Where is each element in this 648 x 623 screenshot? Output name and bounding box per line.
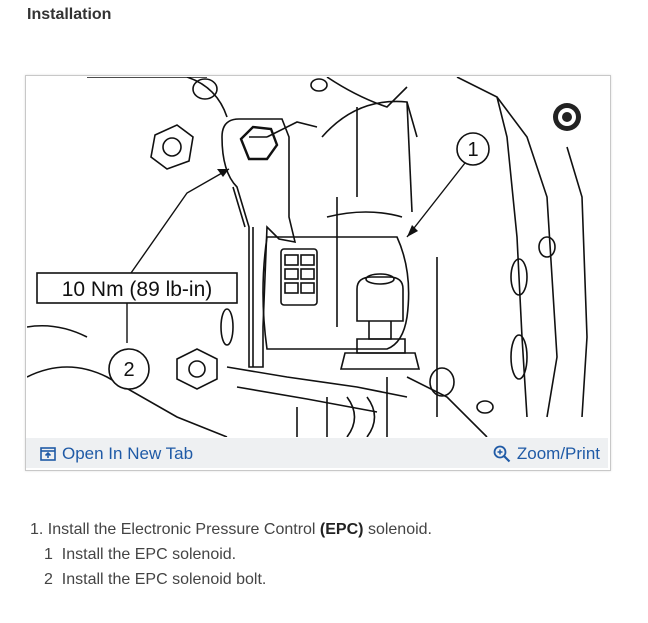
open-new-tab-icon bbox=[40, 447, 56, 461]
section-heading: Installation bbox=[27, 6, 112, 23]
torque-callout-box bbox=[36, 272, 238, 304]
open-in-new-tab-label: Open In New Tab bbox=[62, 444, 194, 463]
callout-1-label: 1 bbox=[467, 139, 478, 161]
substep-1-text: Install the EPC solenoid. bbox=[61, 546, 237, 563]
zoom-in-icon bbox=[493, 445, 511, 463]
substep-2: 2 Install the EPC solenoid bolt. bbox=[44, 571, 432, 589]
zoom-print-link[interactable]: Zoom/Print bbox=[493, 444, 600, 464]
instruction-steps: 1. Install the Electronic Pressure Contr… bbox=[30, 521, 432, 596]
substep-2-number: 2 bbox=[44, 571, 53, 588]
figure-toolbar: Open In New Tab Zoom/Print bbox=[26, 438, 608, 468]
torque-callout-label: 10 Nm (89 lb-in) bbox=[62, 278, 213, 301]
substep-1-number: 1 bbox=[44, 546, 53, 563]
step-1-text-end: solenoid. bbox=[367, 521, 432, 538]
step-1-text: Install the Electronic Pressure Control bbox=[47, 521, 316, 538]
step-1-number: 1. bbox=[30, 521, 44, 538]
callout-2-circle bbox=[108, 348, 150, 390]
substep-1: 1 Install the EPC solenoid. bbox=[44, 546, 432, 564]
step-1: 1. Install the Electronic Pressure Contr… bbox=[30, 521, 432, 539]
callout-2-label: 2 bbox=[123, 359, 134, 381]
figure-container: 1 2 10 Nm (89 lb-in) Open In New Tab Zoo… bbox=[25, 75, 611, 471]
open-in-new-tab-link[interactable]: Open In New Tab bbox=[40, 444, 193, 464]
substep-2-text: Install the EPC solenoid bolt. bbox=[61, 571, 267, 588]
step-1-emphasis: (EPC) bbox=[319, 521, 364, 538]
callout-1-circle bbox=[456, 132, 490, 166]
zoom-print-label: Zoom/Print bbox=[516, 444, 600, 463]
epc-solenoid-illustration: 1 2 10 Nm (89 lb-in) bbox=[27, 77, 588, 437]
